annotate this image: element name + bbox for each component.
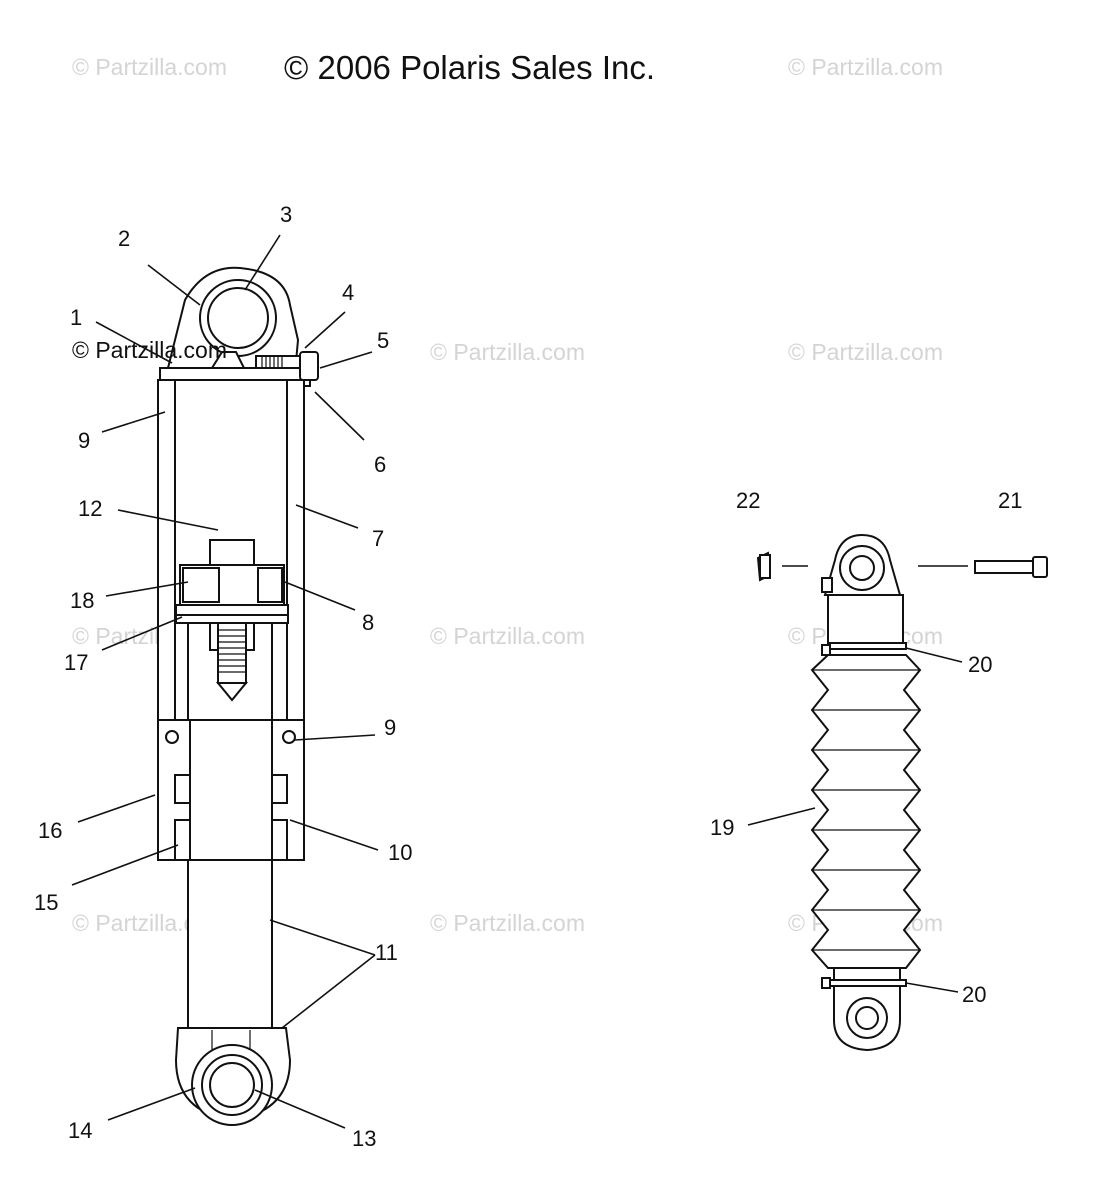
callout-10: 10: [388, 840, 412, 865]
callout-6: 6: [374, 452, 386, 477]
callout-3: 3: [280, 202, 292, 227]
callout-15: 15: [34, 890, 58, 915]
watermark: © Partzilla.com: [788, 339, 943, 365]
ext-valve: [821, 577, 833, 593]
seal-right: [271, 774, 288, 804]
boot-lower-collar: [833, 967, 901, 981]
ext-cap: [827, 594, 904, 644]
boot-bellows: [810, 654, 922, 969]
shim-stack: [175, 604, 289, 616]
o-ring-right: [282, 730, 296, 744]
callout-20-top: 20: [968, 652, 992, 677]
callout-13: 13: [352, 1126, 376, 1151]
ext-top-eye-inner: [849, 555, 875, 581]
callout-7: 7: [372, 526, 384, 551]
nut-face: [759, 554, 771, 579]
adjuster-knob: [299, 351, 319, 381]
clamp-bottom-screw: [821, 977, 831, 989]
leader-lines: [71, 234, 963, 1129]
callout-14: 14: [68, 1118, 92, 1143]
o-ring-left: [165, 730, 179, 744]
callout-8: 8: [362, 610, 374, 635]
callout-5: 5: [377, 328, 389, 353]
callout-9-upper: 9: [78, 428, 90, 453]
clamp-top-screw: [821, 644, 831, 656]
watermark: © Partzilla.com: [430, 623, 585, 649]
seal-left: [174, 774, 191, 804]
clamp-top: [827, 642, 907, 650]
bolt-shank: [974, 560, 1034, 574]
top-eye-inner: [207, 287, 269, 349]
callout-22: 22: [736, 488, 760, 513]
callout-17: 17: [64, 650, 88, 675]
nut-22: [756, 551, 772, 582]
bushing-left: [174, 819, 191, 861]
callout-4: 4: [342, 280, 354, 305]
bushing-right: [271, 819, 288, 861]
callout-20-bottom: 20: [962, 982, 986, 1007]
ext-bottom-eye-inner: [855, 1006, 879, 1030]
copyright-title: © 2006 Polaris Sales Inc.: [284, 49, 655, 86]
bolt-head: [1032, 556, 1048, 578]
watermark: © Partzilla.com: [430, 339, 585, 365]
callout-21: 21: [998, 488, 1022, 513]
piston-band-right: [257, 567, 283, 603]
callout-18: 18: [70, 588, 94, 613]
watermark: © Partzilla.com: [72, 54, 227, 80]
rod-tip: [215, 682, 249, 702]
callout-9-lower: 9: [384, 715, 396, 740]
shock-cross-section: [157, 266, 319, 1126]
rod-thread: [217, 622, 247, 684]
shock-exterior: [810, 533, 922, 1052]
watermark: © Partzilla.com: [788, 54, 943, 80]
callout-11: 11: [375, 940, 398, 965]
callout-2: 2: [118, 226, 130, 251]
rod-thread-lines: [218, 629, 246, 673]
callout-19: 19: [710, 815, 734, 840]
watermark: © Partzilla.com: [430, 910, 585, 936]
top-cap: [159, 367, 303, 381]
valve-cone: [210, 351, 246, 369]
bottom-eye-bore: [209, 1062, 255, 1108]
callout-12: 12: [78, 496, 102, 521]
lower-shaft: [187, 859, 273, 1029]
bolt-21: [974, 556, 1048, 578]
callout-1: 1: [70, 305, 82, 330]
callout-labels: 1 2 3 4 5 6 7 8 9 9 10 11 12 13 14 15 16…: [34, 202, 1022, 1151]
callout-16: 16: [38, 818, 62, 843]
fitting-threads: [261, 356, 283, 368]
boot-folds: [812, 669, 920, 951]
piston-band: [182, 567, 220, 603]
washer: [175, 614, 289, 624]
